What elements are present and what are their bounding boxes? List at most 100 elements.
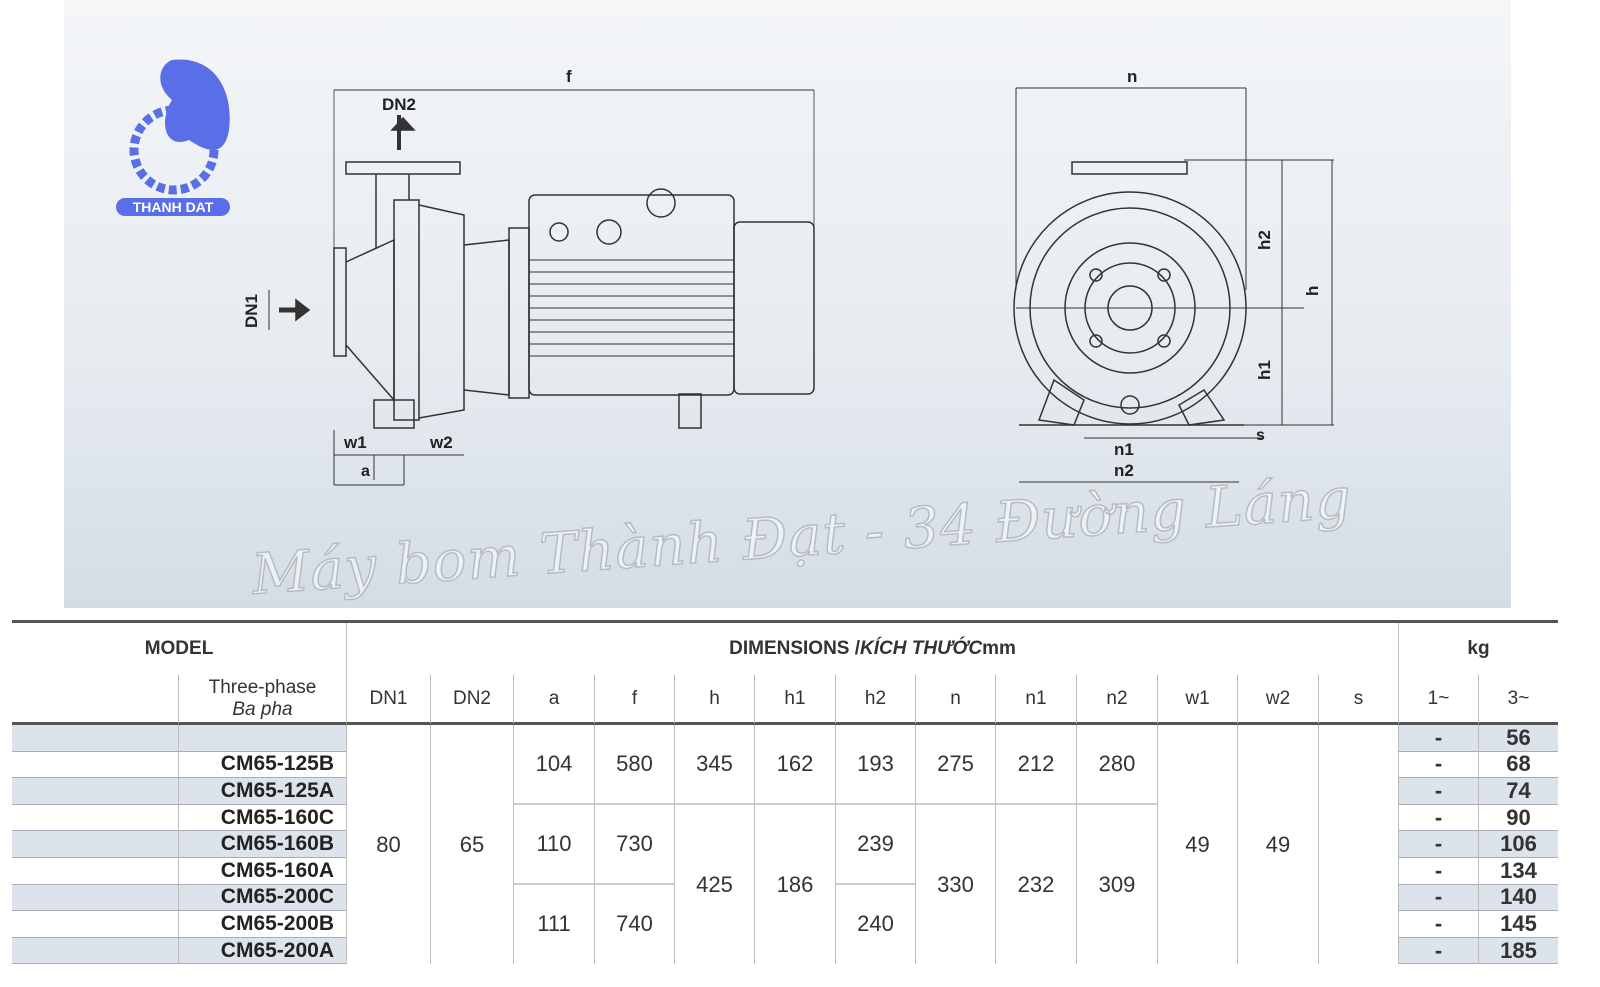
technical-drawing: THANH DAT f DN2 DN1 w1 w2 a n h2 h h1 n1…: [64, 0, 1511, 608]
model-name: CM65-125B: [178, 751, 346, 779]
column-header-w2: w2: [1237, 675, 1318, 725]
model-header: MODEL: [12, 623, 346, 675]
model-name: CM65-160B: [178, 831, 346, 858]
model-row-spacer: [12, 884, 178, 912]
f-value: 580: [594, 725, 674, 805]
label-w2: w2: [429, 433, 453, 452]
label-n2: n2: [1114, 461, 1134, 480]
a-value: 110: [513, 804, 594, 885]
h-value: 425: [674, 804, 754, 965]
h2-value: 240: [835, 884, 915, 965]
weight-three-phase: 56: [1478, 725, 1558, 752]
model-name: CM65-200B: [178, 911, 346, 938]
column-header-n1: n1: [995, 675, 1076, 725]
column-header-h2: h2: [835, 675, 915, 725]
model-blank-header: [12, 675, 178, 725]
column-header-h: h: [674, 675, 754, 725]
column-header-n2: n2: [1076, 675, 1157, 725]
weight-single-phase: -: [1398, 938, 1478, 965]
n-value: 275: [915, 725, 995, 805]
label-f: f: [566, 67, 572, 86]
model-row-spacer: [12, 911, 178, 938]
a-value: 111: [513, 884, 594, 965]
model-name: CM65-200A: [178, 937, 346, 965]
n2-value: 309: [1076, 804, 1157, 965]
model-row-spacer: [12, 937, 178, 965]
label-dn2: DN2: [382, 95, 416, 114]
column-header-DN1: DN1: [346, 675, 430, 725]
weight-three-phase: 106: [1478, 831, 1558, 858]
label-w1: w1: [343, 433, 367, 452]
column-header-n: n: [915, 675, 995, 725]
pump-side-view: f DN2 DN1 w1 w2 a: [242, 67, 815, 486]
weight-three-phase: 68: [1478, 751, 1558, 779]
n1-value: 232: [995, 804, 1076, 965]
phase-vi: Ba pha: [232, 698, 293, 720]
dn1-value: 80: [346, 725, 430, 965]
model-row-spacer: [12, 778, 178, 805]
model-name: CM65-200C: [178, 884, 346, 912]
dn2-value: 65: [430, 725, 513, 965]
f-value: 730: [594, 804, 674, 885]
dim-en: DIMENSIONS /: [729, 638, 861, 659]
model-row-spacer: [12, 857, 178, 885]
weight-single-phase: -: [1398, 858, 1478, 885]
n-value: 330: [915, 804, 995, 965]
weight-three-phase: 185: [1478, 938, 1558, 965]
h2-value: 239: [835, 804, 915, 885]
label-n1: n1: [1114, 440, 1134, 459]
column-header-1ph: 1~: [1398, 675, 1478, 725]
h-value: 345: [674, 725, 754, 805]
label-h1: h1: [1255, 360, 1274, 380]
weight-single-phase: -: [1398, 911, 1478, 938]
label-s: s: [1256, 427, 1265, 444]
model-row-spacer: [12, 751, 178, 779]
column-header-w1: w1: [1157, 675, 1237, 725]
w2-value: 49: [1237, 725, 1318, 965]
model-name: CM65-125A: [178, 778, 346, 805]
logo-text: THANH DAT: [133, 199, 214, 215]
n1-value: 212: [995, 725, 1076, 805]
s-value: [1318, 725, 1398, 965]
weight-three-phase: 145: [1478, 911, 1558, 938]
weight-three-phase: 74: [1478, 778, 1558, 805]
column-header-s: s: [1318, 675, 1398, 725]
weight-single-phase: -: [1398, 725, 1478, 752]
label-a: a: [361, 463, 370, 480]
model-name: [178, 725, 346, 752]
label-n: n: [1127, 67, 1137, 86]
h1-value: 186: [754, 804, 835, 965]
label-dn1: DN1: [242, 294, 261, 328]
f-value: 740: [594, 884, 674, 965]
logo: THANH DAT: [116, 59, 230, 216]
weight-single-phase: -: [1398, 831, 1478, 858]
model-row-spacer: [12, 831, 178, 858]
model-row-spacer: [12, 725, 178, 752]
weight-three-phase: 134: [1478, 858, 1558, 885]
dimensions-header: DIMENSIONS / KÍCH THƯỚC mm: [346, 623, 1398, 675]
weight-single-phase: -: [1398, 884, 1478, 912]
w1-value: 49: [1157, 725, 1237, 965]
column-header-DN2: DN2: [430, 675, 513, 725]
weight-single-phase: -: [1398, 751, 1478, 779]
weight-three-phase: 90: [1478, 805, 1558, 832]
column-header-a: a: [513, 675, 594, 725]
column-header-3ph: 3~: [1478, 675, 1558, 725]
label-h2: h2: [1255, 230, 1274, 250]
a-value: 104: [513, 725, 594, 805]
column-header-f: f: [594, 675, 674, 725]
weight-single-phase: -: [1398, 805, 1478, 832]
kg-header: kg: [1398, 623, 1558, 675]
weight-single-phase: -: [1398, 778, 1478, 805]
dim-unit: mm: [982, 638, 1016, 659]
pump-drawing: THANH DAT f DN2 DN1 w1 w2 a n h2 h h1 n1…: [116, 59, 1334, 486]
column-header-h1: h1: [754, 675, 835, 725]
h2-value: 193: [835, 725, 915, 805]
model-name: CM65-160C: [178, 804, 346, 832]
n2-value: 280: [1076, 725, 1157, 805]
h1-value: 162: [754, 725, 835, 805]
model-name: CM65-160A: [178, 857, 346, 885]
dim-vi: KÍCH THƯỚC: [860, 638, 983, 659]
